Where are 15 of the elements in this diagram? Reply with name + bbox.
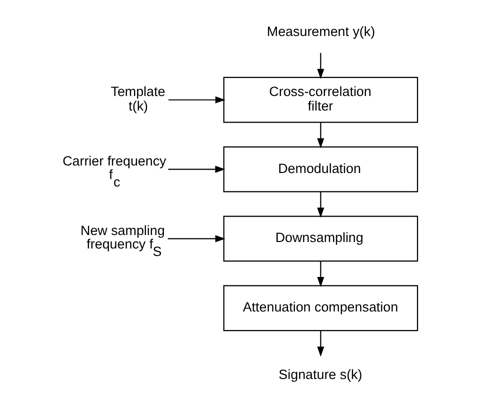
arrow	[316, 330, 324, 357]
arrow	[168, 166, 225, 173]
node-box: Cross-correlation filter	[222, 76, 418, 123]
arrow	[316, 192, 324, 218]
node-text: Signature s(k)	[278, 366, 362, 382]
node-text: Measurement y(k)	[266, 24, 375, 40]
node-text: Template t(k)	[110, 84, 165, 114]
arrow	[168, 96, 225, 104]
node-box: Demodulation	[222, 146, 418, 192]
arrow	[167, 235, 225, 242]
arrow	[316, 52, 324, 79]
node-box: Attenuation compensation	[222, 285, 418, 332]
node-box: Downsampling	[222, 216, 418, 262]
arrow	[316, 261, 324, 288]
arrow	[316, 122, 324, 148]
